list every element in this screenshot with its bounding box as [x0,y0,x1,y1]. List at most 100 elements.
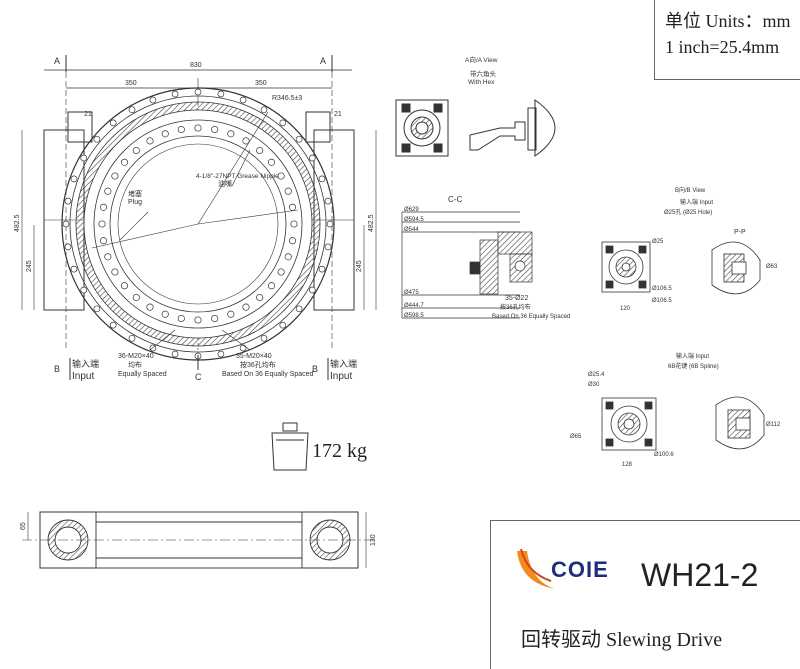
bolt-hole [149,96,157,104]
product-subtitle: 回转驱动 Slewing Drive [521,629,723,651]
bolt-hole [211,125,219,134]
bolt-hole [242,137,250,145]
bolt-hole [109,321,117,329]
spline-dim-2: Ø30 [588,382,600,388]
dim-half-right: 350 [255,80,267,87]
spline-view-labels: 输入端 Input 6B花键 (6B Spline) Ø25.4 Ø30 Ø11… [570,352,781,468]
bottom-dim-right: 130 [370,534,377,546]
bolt-hole [256,293,264,302]
bolt-hole [260,334,268,342]
input-cn-left: 输入端 [72,358,99,369]
bolt-hole [177,125,185,134]
bolt-hole [318,265,326,273]
bolt-outer-en: Equally Spaced [118,371,167,378]
a-view-labels: A向/A View 带六角头 With Hex [465,55,498,86]
bolt-hole [288,237,297,245]
bolt-hole [239,96,247,104]
dim-height-right: 482.5 [368,214,375,232]
bolt-hole [260,106,268,114]
bottom-dim-left: 65 [20,522,27,530]
a-view-title: A向/A View [465,55,498,64]
bolt-hole [239,344,247,352]
input-cn-right: 输入端 [330,358,357,369]
bolt-inner-en: Based On 36 Equally Spaced [222,371,314,378]
spline-view [601,396,765,451]
bolt-hole [111,172,119,180]
bolt-hole [308,154,316,162]
pos-right: 21 [334,111,342,118]
spline-dim-4: 128 [622,462,633,468]
bolt-hole [277,172,285,180]
bolt-hole [132,146,140,155]
bolt-hole [128,106,136,114]
bolt-outer: 36-M20×40 [118,353,154,360]
bottom-view [22,511,376,569]
b-view-title: B向/B View [675,186,706,194]
cc-dim-4: Ø475 [404,290,419,296]
bolt-hole [290,220,298,228]
bolt-hole [99,237,108,245]
cc-holes-cn: 按36孔均布 [500,303,531,311]
spline-sub-en: 6B花键 (6B Spline) [668,362,719,370]
plug-en: Plug [128,199,142,206]
front-view [21,55,377,380]
bolt-hole [194,124,202,132]
bolt-hole [161,130,169,138]
grease-nipple-en: 4-1/8"-27NPT Grease Nipple [196,173,279,180]
spline-dim-5: Ø100.6 [654,452,674,458]
b-dim-3: Ø106.5 [652,286,672,292]
b-view-sub-en: Ø25孔 (Ø25 Hole) [664,208,712,216]
bolt-hole [120,282,129,290]
spline-dim-3: Ø112 [766,422,781,428]
grease-nipple-cn: 油嘴 [218,179,232,188]
bolt-hole [308,286,316,294]
brand-name: COIE [551,557,609,582]
bolt-hole [217,350,225,358]
units-line: 单位 Units：mm [665,11,791,31]
bolt-hole [324,197,332,205]
bolt-hole [194,316,202,324]
section-cc-labels: C-C Ø629 Ø594.5 Ø544 Ø475 Ø444.7 Ø598.5 … [404,195,570,320]
cc-holes: 35-Ø22 [505,295,528,302]
bolt-hole [104,187,112,195]
section-b-right: B [312,364,318,374]
bolt-hole [318,175,326,183]
b-view-labels: B向/B View 输入端 Input Ø25孔 (Ø25 Hole) P-P … [620,186,778,312]
spline-dim-1: Ø25.4 [588,372,605,378]
bolt-hole [132,293,140,302]
bolt-hole [227,310,235,318]
bolt-hole [161,310,169,318]
section-c: C [195,372,202,382]
inch-conversion: 1 inch=25.4mm [665,37,780,57]
cc-dim-3: Ø544 [404,227,419,233]
bolt-hole [242,303,250,311]
bolt-hole [98,220,106,228]
section-b-left: B [54,364,60,374]
units-box: 单位 Units：mm 1 inch=25.4mm [654,0,800,80]
b-view [601,241,761,295]
bolt-inner: 35-M20×40 [236,353,272,360]
bolt-hole [104,253,112,261]
bolt-hole [171,90,179,98]
bolt-hole [288,203,297,211]
dim-lower-left: 245 [26,260,33,272]
bolt-hole [279,321,287,329]
dim-radius: R346.5±3 [272,95,302,102]
bolt-hole [217,90,225,98]
weight-label: 172 kg [312,440,367,462]
dim-height-left: 482.5 [14,214,21,232]
bolt-hole [267,158,276,166]
bolt-hole [267,282,276,290]
title-block: COIE WH21-2 回转驱动 Slewing Drive [490,520,800,669]
cc-holes-en: Based On 36 Equally Spaced [492,314,570,320]
model-number: WH21-2 [641,557,759,593]
bolt-hole [211,314,219,323]
bolt-hole [70,265,78,273]
a-view [395,99,556,157]
section-cc-title: C-C [448,195,462,204]
bolt-hole [146,137,154,145]
spline-dim-6: Ø65 [570,434,582,440]
section-a-right: A [320,56,326,66]
bolt-hole [256,146,264,155]
a-view-sub-en: With Hex [468,79,495,86]
